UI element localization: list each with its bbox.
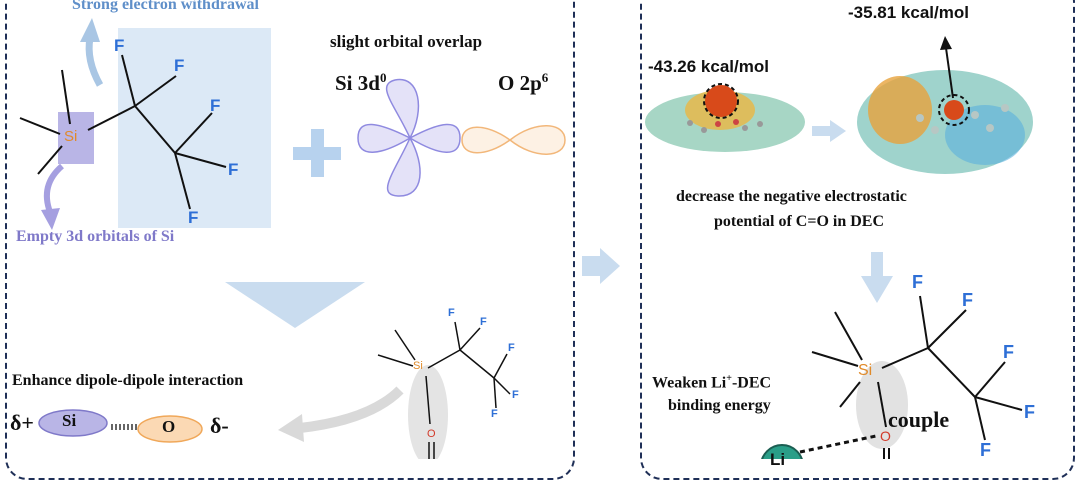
weaken-line-3: binding energy [668,397,771,414]
o-2p-label: O 2p6 [498,70,548,96]
molecule-lower-left-bonds [377,321,511,459]
atom-f-lr-3: F [1003,342,1014,362]
atom-f-ll-2: F [480,316,487,328]
atom-f-lr-5: F [980,440,991,460]
atom-f-ll-5: F [491,408,498,420]
orbital-overlap-label: slight orbital overlap [330,32,483,51]
o-2p-superscript: 6 [541,70,549,85]
weaken-superscript: + [726,373,732,384]
empty-3d-arrow [44,163,65,214]
withdrawal-arrow [85,37,104,87]
o-pill-label: O [162,417,176,436]
strong-withdrawal-label: Strong electron withdrawal [72,0,259,13]
atom-f-3: F [210,96,221,115]
atom-f-2: F [174,56,185,75]
atom-f-ll-4: F [512,389,519,401]
couple-label: couple [888,407,950,432]
atom-f-ll-1: F [448,307,455,319]
si-pill [38,409,108,437]
weaken-text-2: -DEC [731,374,772,392]
atom-o-lower-left: O [427,428,436,440]
panel-arrow [582,248,620,284]
li-label: Li [770,450,786,469]
energy-label-1: -43.26 kcal/mol [648,57,769,76]
plus-sign-v [311,129,324,177]
o-pill [137,415,203,443]
hydrogen-dash [111,424,137,430]
atom-si-lower-right: Si [858,362,873,379]
li-ion [761,444,803,459]
li-o-dashed-bond [799,434,877,454]
molecule-lower-right-bonds [811,295,1023,459]
energy-2-pointer [945,47,954,99]
atom-f-ll-3: F [508,342,515,354]
energy-label-2: -35.81 kcal/mol [848,3,969,22]
down-arrow-left [225,282,365,328]
si-highlight-box [58,112,94,164]
atom-si-lower-left: Si [413,360,423,372]
diagram-graphics [19,18,1033,459]
o-2p-text: O 2p [498,71,542,95]
si-3d-label: Si 3d0 [335,70,386,96]
bond-ellipse-left [408,365,448,459]
si-3d-superscript: 0 [379,70,387,85]
atom-f-lr-1: F [912,272,923,292]
si-3d-text: Si 3d [335,71,380,95]
atom-f-1: F [114,36,125,55]
grey-curved-arrow [299,386,404,433]
atom-f-5: F [188,208,199,227]
down-arrow-right [861,252,893,303]
weaken-text-1: Weaken Li [652,374,727,392]
delta-minus: δ- [210,413,229,438]
atom-f-4: F [228,160,239,179]
cf3-highlight-box [118,28,271,228]
atom-o-lower-right: O [880,428,891,444]
si-pill-label: Si [62,411,77,430]
weaken-line-1: Weaken Li+-DEC [652,373,771,392]
decrease-line-1: decrease the negative electrostatic [676,188,907,205]
dipole-title: Enhance dipole-dipole interaction [12,372,244,389]
p-orbital [461,125,566,155]
molecule-top-bonds [19,54,227,210]
d-orbital [357,78,461,197]
decrease-line-2: potential of C=O in DEC [714,213,885,230]
delta-plus: δ+ [10,410,34,435]
atom-f-lr-2: F [962,290,973,310]
atom-si-top: Si [64,128,78,145]
atom-f-lr-4: F [1024,402,1035,422]
empty-3d-label: Empty 3d orbitals of Si [16,228,175,245]
right-inner-arrow [812,120,846,142]
